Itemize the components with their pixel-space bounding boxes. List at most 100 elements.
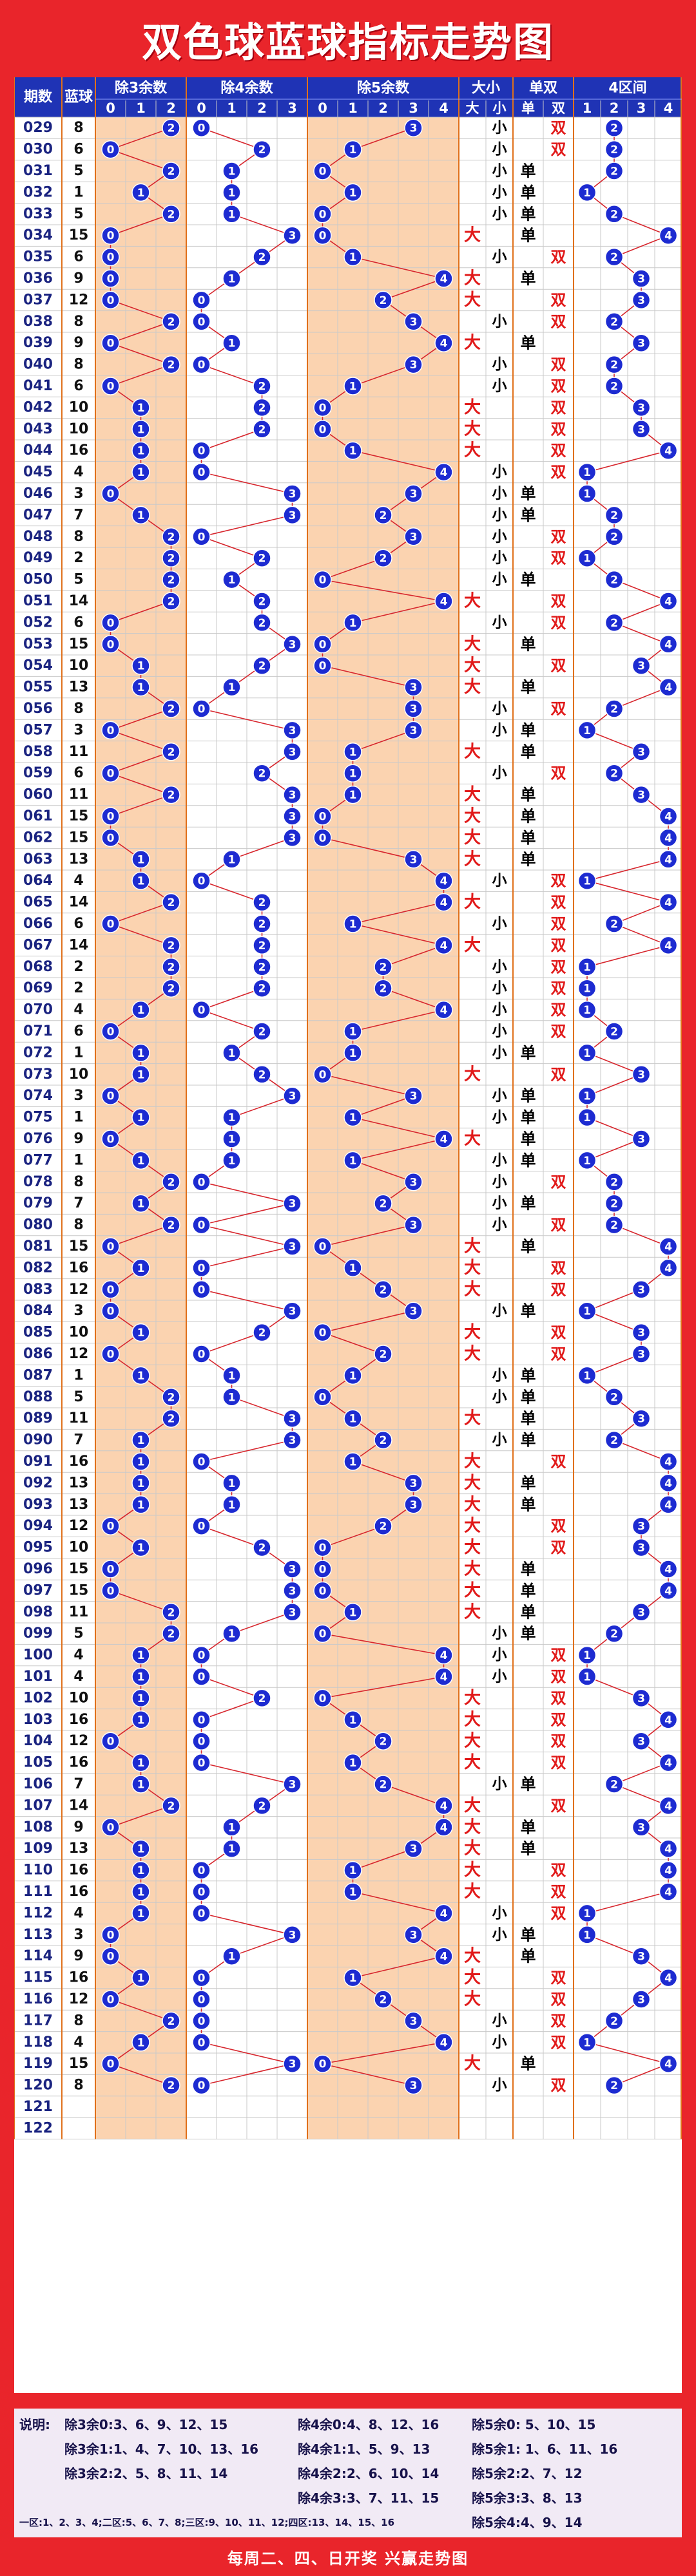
ball-label: 0 [319,1542,327,1555]
ball-marker-m5 [434,1645,453,1665]
big-mark: 大 [464,1796,481,1815]
ball-label: 0 [198,1219,206,1232]
ball-marker-m4 [253,1022,271,1041]
ball-marker-m3 [131,1710,150,1729]
ball-label: 2 [610,768,618,781]
ball-label: 1 [228,1477,236,1490]
trend-line-m5 [322,1310,414,1333]
period-label: 071 [23,1023,53,1039]
small-mark: 小 [492,1001,507,1018]
ball-marker-m3 [101,635,120,654]
ball-label: 4 [664,811,672,824]
ball-marker-m5 [404,2076,423,2095]
ball-marker-m5 [374,1517,392,1535]
ball-label: 2 [168,531,175,544]
ball-marker-zn [632,1345,651,1363]
even-mark: 双 [551,442,566,460]
small-mark: 小 [492,1023,507,1040]
ball-label: 3 [289,1585,296,1598]
odd-mark: 单 [521,743,536,761]
trend-line-m3 [110,321,171,344]
small-mark: 小 [492,1776,507,1793]
ball-label: 1 [349,1413,357,1426]
ball-label: 4 [664,940,672,952]
ball-marker-zn [659,677,678,697]
ball-label: 3 [289,1413,296,1426]
ball-label: 2 [610,1198,618,1211]
period-label: 083 [23,1282,53,1298]
blue-number-label: 5 [73,1389,83,1405]
trend-line-m3 [110,1998,171,2022]
ball-marker-zn [632,785,651,804]
small-mark: 小 [492,722,507,739]
ball-marker-zn [659,893,678,912]
small-mark: 小 [492,378,507,395]
header-sub-label: 1 [227,100,237,116]
big-mark: 大 [464,1495,481,1514]
ball-label: 1 [349,1714,357,1727]
ball-label: 3 [289,509,296,522]
blue-number-label: 13 [69,679,89,696]
odd-mark: 单 [521,485,536,503]
ball-marker-m5 [404,1839,423,1858]
ball-marker-m4 [222,570,241,589]
ball-marker-zn [632,743,651,761]
blue-number-label: 7 [73,1776,83,1792]
even-mark: 双 [551,614,566,632]
ball-label: 2 [380,1434,387,1447]
ball-label: 0 [107,144,115,156]
ball-label: 1 [583,1305,591,1318]
trend-line-zn [614,1762,669,1785]
ball-marker-m5 [404,1173,423,1191]
ball-marker-m4 [192,1215,211,1235]
ball-marker-zn [659,1710,678,1729]
odd-mark: 单 [521,1776,536,1794]
ball-marker-zn [604,764,624,782]
ball-marker-zn [577,2033,597,2052]
ball-label: 2 [610,2079,618,2092]
ball-marker-zn [632,398,651,417]
period-label: 053 [23,636,53,652]
period-label: 106 [23,1776,53,1792]
ball-marker-m5 [374,1732,392,1750]
small-mark: 小 [492,1388,507,1405]
ball-label: 2 [380,1349,387,1361]
ball-marker-m4 [192,1173,211,1191]
odd-mark: 单 [521,1238,536,1256]
ball-marker-zn [604,377,624,395]
big-mark: 大 [464,1710,481,1729]
ball-marker-m4 [283,506,302,525]
ball-label: 3 [637,1068,645,1081]
ball-label: 1 [228,1370,236,1383]
big-mark: 大 [464,1237,481,1256]
ball-label: 1 [349,746,357,759]
ball-label: 3 [410,2079,418,2092]
ball-label: 3 [410,1176,418,1189]
even-mark: 双 [551,2033,566,2051]
ball-label: 4 [440,896,448,909]
ball-marker-m4 [192,312,211,331]
odd-mark: 单 [521,829,536,847]
ball-marker-m5 [343,785,362,804]
ball-marker-m5 [434,592,453,611]
small-mark: 小 [492,1303,507,1320]
small-mark: 小 [492,1647,507,1663]
odd-mark: 单 [521,1302,536,1320]
odd-mark: 单 [521,1474,536,1492]
ball-label: 2 [258,1068,266,1081]
ball-marker-m3 [131,441,150,460]
period-label: 050 [23,572,53,588]
ball-label: 0 [107,1736,115,1748]
ball-marker-m5 [313,828,332,848]
ball-marker-m3 [162,979,180,998]
ball-marker-m5 [313,807,332,826]
ball-marker-m5 [313,1560,332,1578]
blue-number-label: 5 [73,572,83,588]
ball-marker-m3 [101,807,120,826]
ball-label: 1 [228,1133,236,1146]
blue-number-label: 13 [69,1497,89,1513]
blue-number-label: 3 [73,486,83,502]
big-mark: 大 [464,1517,481,1536]
blue-number-label: 15 [69,808,89,824]
big-mark: 大 [464,1732,481,1751]
